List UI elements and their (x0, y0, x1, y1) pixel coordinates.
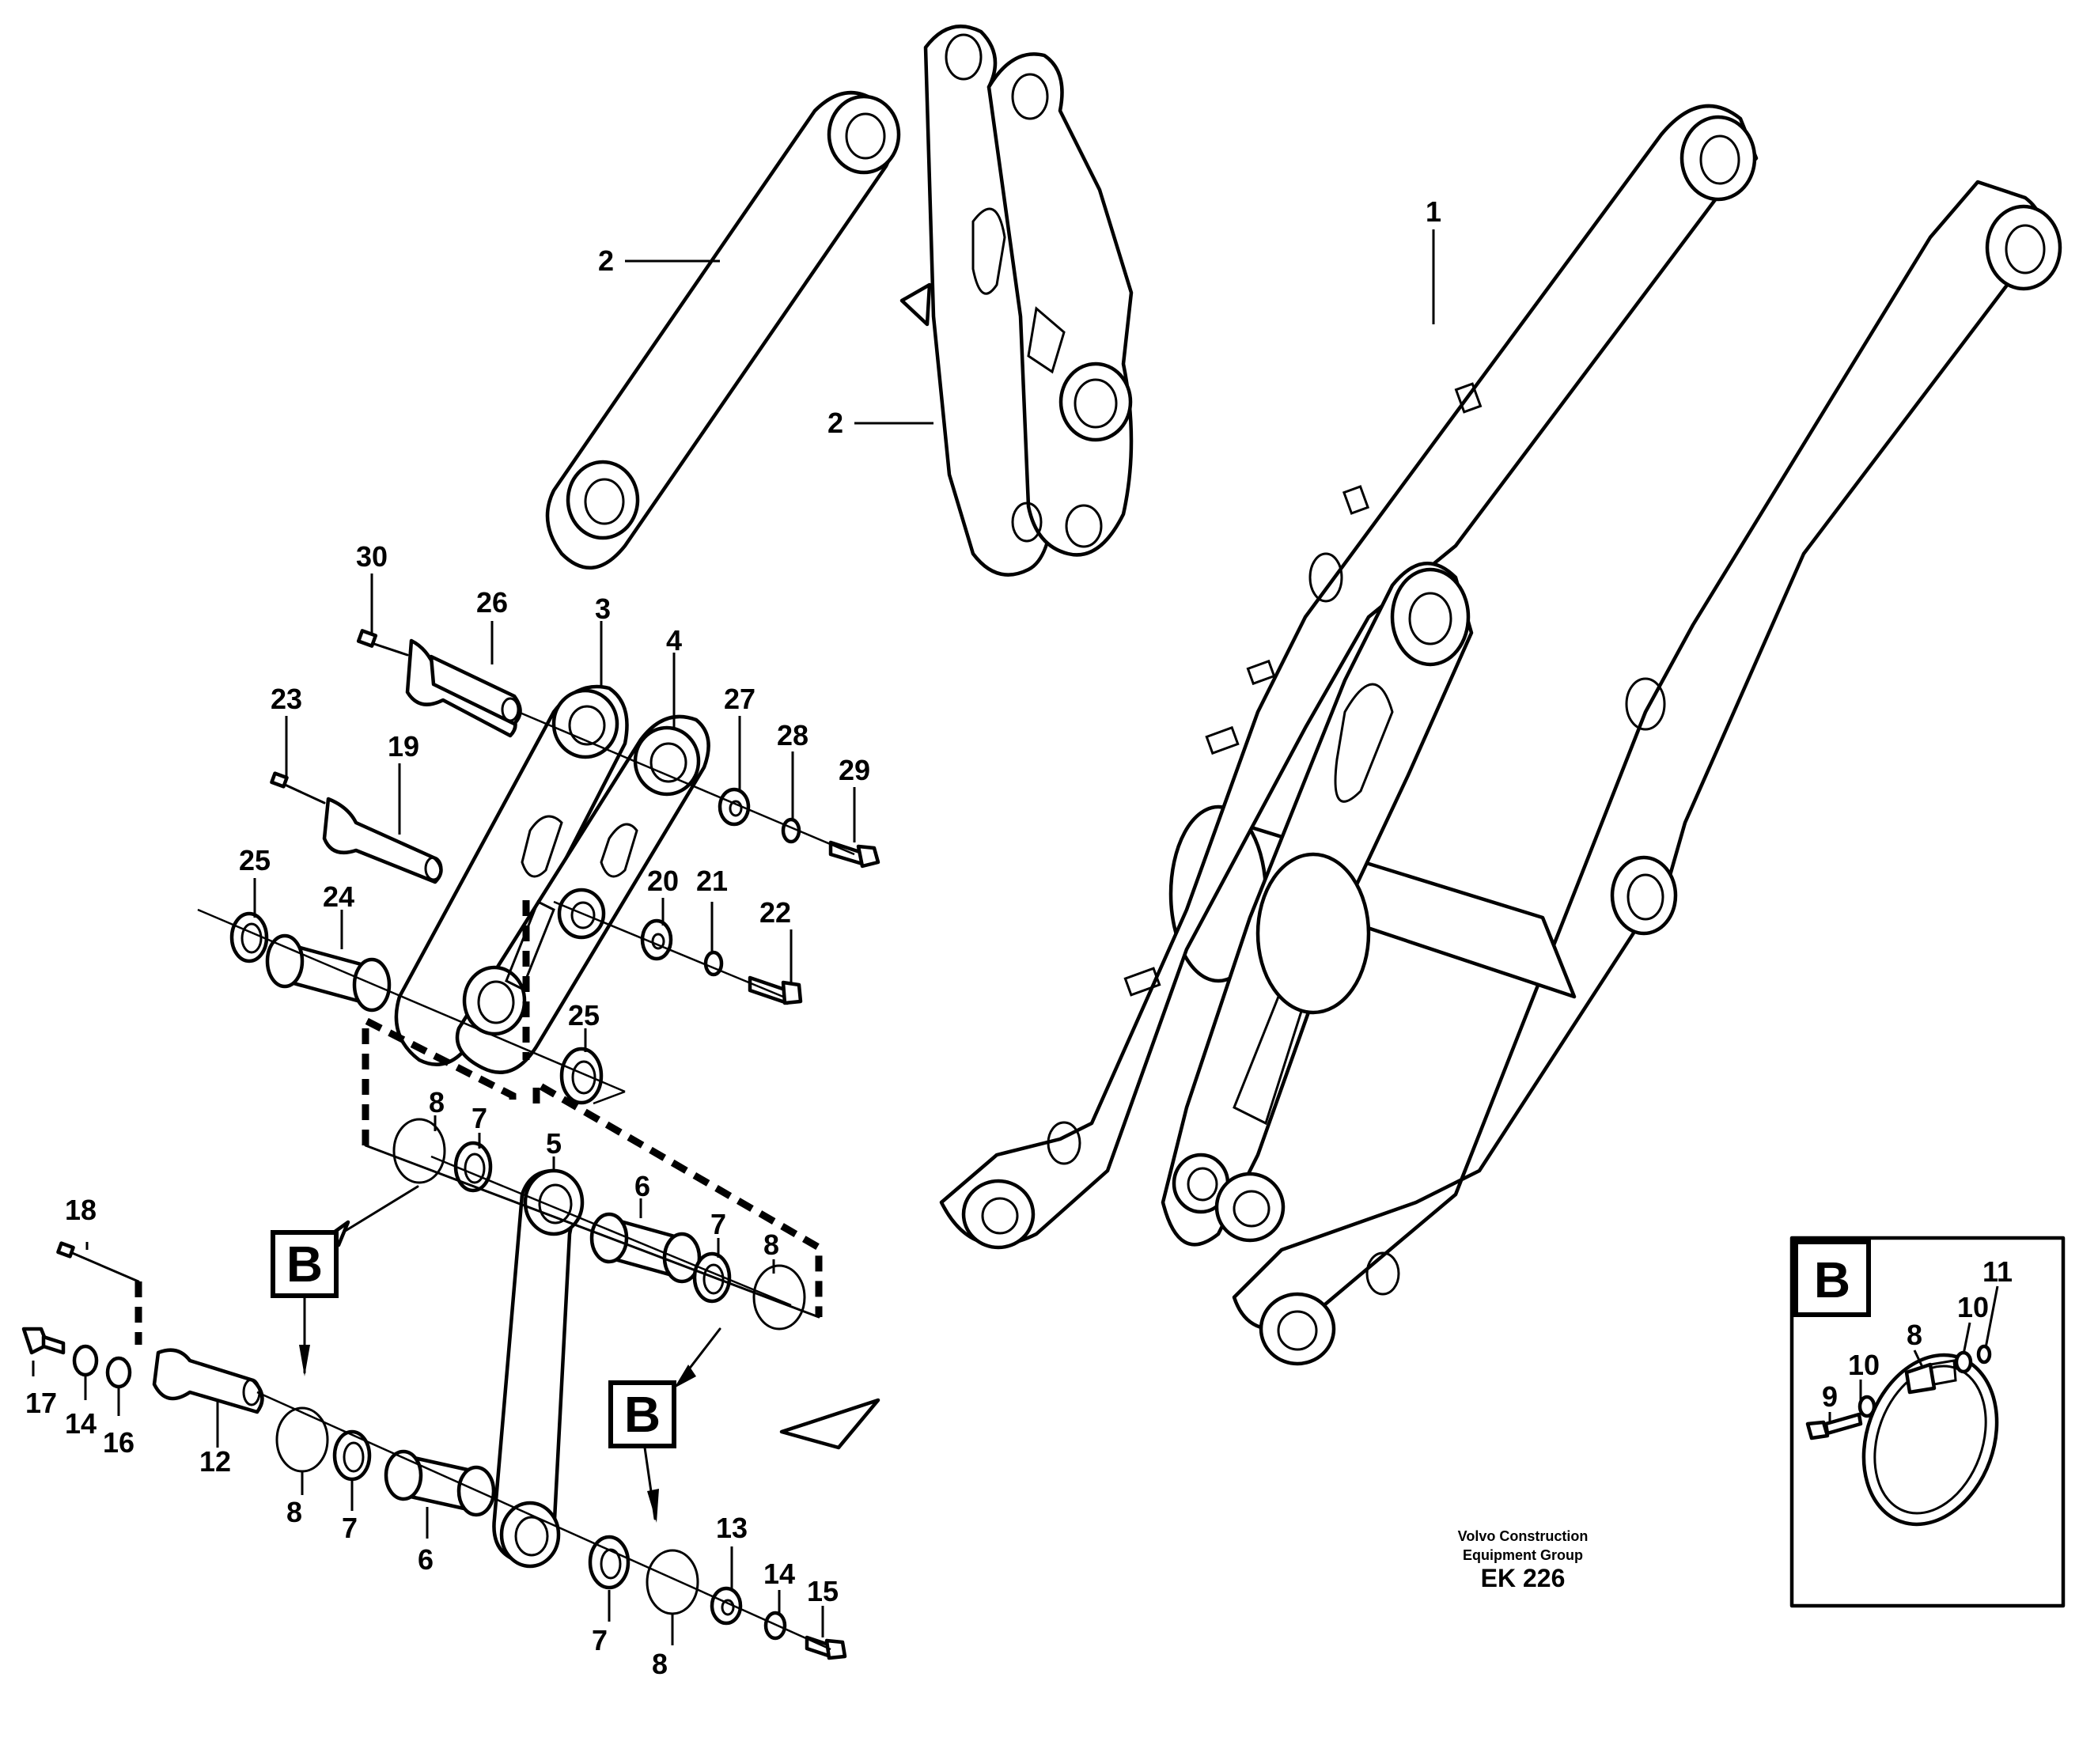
inset-callout-9: 9 (1822, 1380, 1838, 1413)
callout-27: 27 (724, 683, 755, 715)
callout-6-lower: 6 (418, 1543, 434, 1576)
callout-17: 17 (25, 1387, 57, 1419)
callout-14-left: 14 (65, 1407, 97, 1440)
detail-marker-b-right: B (608, 1327, 721, 1523)
inset-callout-10-right: 10 (1957, 1291, 1989, 1323)
inset-callout-8: 8 (1907, 1319, 1922, 1351)
callout-8-a: 8 (429, 1086, 445, 1119)
callout-23: 23 (271, 683, 302, 715)
callout-6-upper: 6 (634, 1170, 650, 1202)
direction-arrow (779, 1398, 880, 1450)
callout-16: 16 (103, 1426, 134, 1459)
hardware-20-22 (640, 918, 803, 1005)
callout-20: 20 (647, 865, 679, 897)
seal-25-right (559, 1047, 604, 1105)
pin-12 (56, 1241, 264, 1414)
callout-4: 4 (666, 624, 682, 657)
callout-24: 24 (323, 880, 354, 913)
callout-7-b: 7 (710, 1208, 726, 1240)
callout-13: 13 (716, 1512, 748, 1544)
pin-26 (356, 629, 522, 738)
bushing-6-lower (384, 1449, 496, 1517)
credit-line-2: Equipment Group (1463, 1547, 1583, 1563)
callout-28: 28 (777, 719, 808, 751)
lift-arm-frame (939, 104, 2062, 1366)
tilt-lever-pair (899, 25, 1134, 577)
callout-8-c: 8 (286, 1496, 302, 1528)
inset-callout-10-left: 10 (1848, 1349, 1880, 1381)
bushing-6-upper (589, 1212, 702, 1284)
callout-15: 15 (807, 1575, 839, 1607)
callout-7-d: 7 (592, 1624, 608, 1656)
inset-callout-11: 11 (1982, 1255, 2013, 1288)
tilt-link-rod (545, 90, 901, 570)
detail-b-inset: B 9 10 8 10 11 (1789, 1236, 2066, 1608)
hardware-14-17-left (21, 1327, 132, 1389)
seal-25-left (229, 911, 269, 963)
callout-7-a: 7 (471, 1102, 487, 1134)
pin-19 (270, 771, 443, 884)
callout-8-b: 8 (763, 1228, 779, 1261)
callout-8-d: 8 (652, 1648, 668, 1680)
callout-22: 22 (759, 896, 791, 929)
link-5 (492, 1168, 585, 1569)
callout-14-right: 14 (763, 1558, 795, 1590)
leader-lines (32, 229, 1435, 1645)
callout-19: 19 (388, 730, 419, 763)
callout-12: 12 (199, 1445, 231, 1478)
figure-code: EK 226 (1481, 1564, 1566, 1592)
callout-2-lower: 2 (827, 407, 843, 439)
credit-line-1: Volvo Construction (1458, 1528, 1589, 1544)
callout-3: 3 (595, 592, 611, 625)
callout-7-c: 7 (342, 1512, 358, 1544)
detail-marker-b-left: B (271, 1185, 419, 1376)
publisher-credit: Volvo Construction Equipment Group EK 22… (1458, 1528, 1589, 1592)
callout-5: 5 (546, 1127, 562, 1160)
callout-1: 1 (1426, 195, 1441, 228)
callout-25-right: 25 (568, 999, 600, 1032)
detail-marker-letter: B (624, 1386, 661, 1443)
callout-29: 29 (839, 754, 870, 786)
inset-letter: B (1814, 1251, 1850, 1308)
group-brackets (134, 900, 823, 1345)
callout-21: 21 (696, 865, 728, 897)
link-plates (394, 684, 710, 1074)
callout-25-left: 25 (239, 844, 271, 876)
callout-30: 30 (356, 540, 388, 573)
callout-2-upper: 2 (598, 244, 614, 277)
callout-numbers: 1 2 2 3 4 30 26 23 19 27 28 29 20 21 22 … (25, 195, 1441, 1680)
callout-18: 18 (65, 1194, 97, 1226)
callout-26: 26 (476, 586, 508, 619)
detail-marker-letter: B (286, 1236, 323, 1293)
